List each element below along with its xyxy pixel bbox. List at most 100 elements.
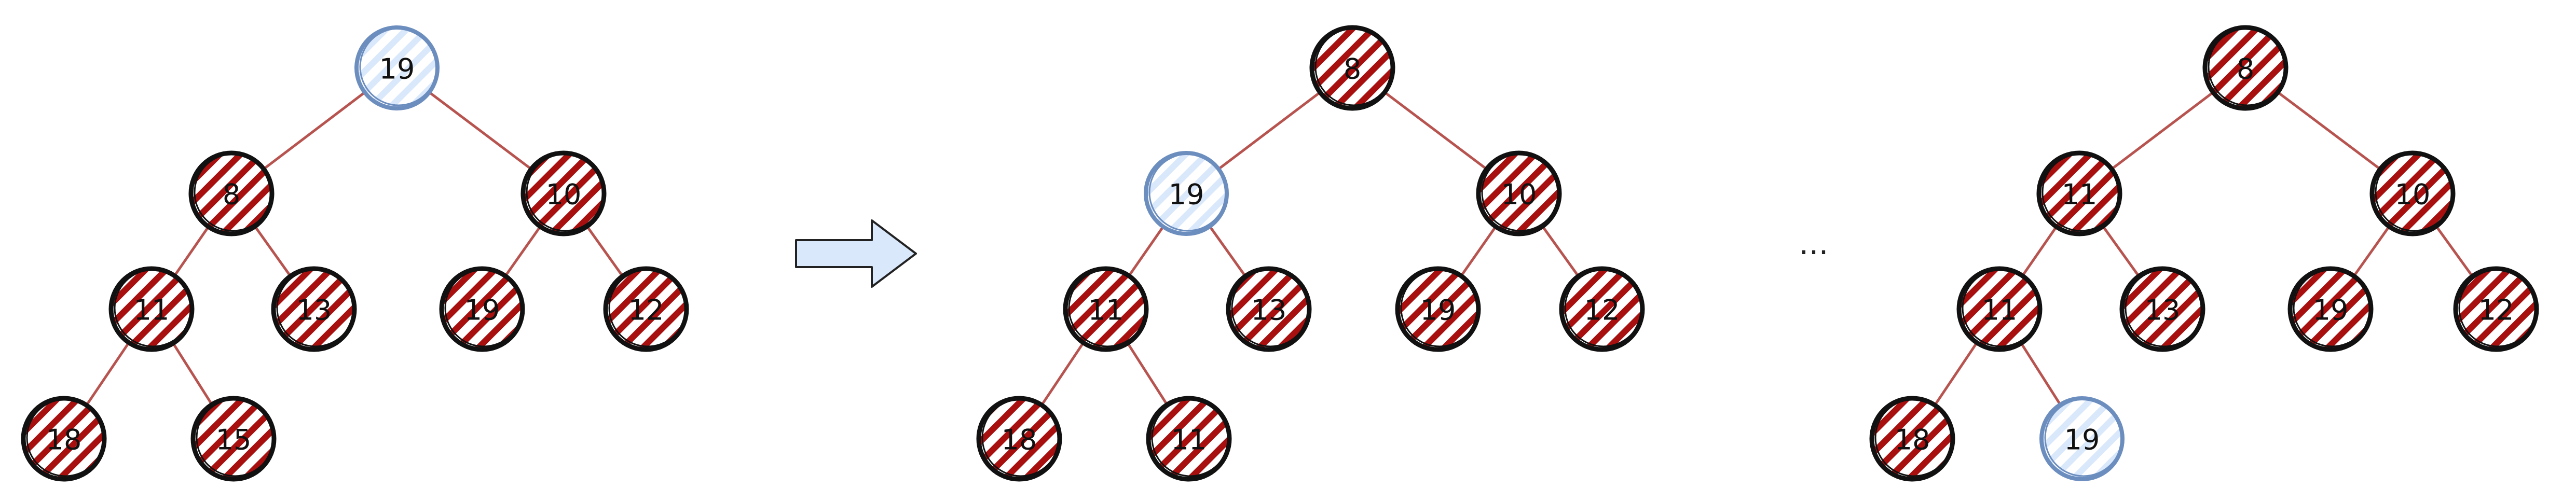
tree-edge (2111, 91, 2214, 170)
heap-node: 19 (2287, 266, 2374, 352)
node-value: 18 (1002, 424, 1037, 456)
heap-node: 19 (1395, 266, 1481, 352)
heap-node: 13 (1226, 266, 1312, 352)
node-outline-sketch (194, 153, 272, 232)
node-value: 15 (216, 424, 252, 456)
heap-node: 12 (603, 266, 689, 352)
highlighted-node: 19 (354, 25, 440, 110)
heap-node: 11 (108, 266, 195, 352)
heap-node: 11 (1146, 396, 1232, 482)
node-value: 13 (1251, 294, 1287, 327)
node-value: 10 (2395, 178, 2431, 211)
node-value: 19 (2313, 294, 2349, 327)
tree-edge (2353, 226, 2390, 277)
node-value: 11 (1088, 294, 1124, 327)
node-value: 8 (1344, 53, 1361, 86)
node-value: 19 (379, 53, 415, 86)
highlighted-node: 19 (1144, 151, 1229, 236)
tree-after-final: 8 11 10 11 13 19 12 18 19 (1869, 25, 2539, 482)
node-outline-sketch (2375, 153, 2454, 232)
heap-node: 10 (1476, 150, 1562, 236)
node-outline-sketch (608, 269, 687, 347)
heap-node: 10 (2369, 150, 2456, 236)
tree-edge (85, 342, 130, 406)
node-outline-sketch (2044, 398, 2123, 477)
tree-edge (2102, 225, 2140, 277)
tree-edge (428, 91, 532, 171)
tree-edge (1541, 225, 1580, 277)
tree-edge (254, 226, 292, 277)
tree-edge (2021, 226, 2058, 277)
heap-node: 19 (439, 266, 525, 352)
right-arrow (795, 219, 917, 288)
tree-edge (173, 226, 210, 277)
heap-node: 11 (2036, 150, 2122, 236)
tree-edge (1217, 91, 1321, 170)
node-value: 12 (2478, 294, 2514, 327)
node-outline-sketch (2041, 153, 2120, 232)
tree-edge (1128, 226, 1164, 277)
heap-node: 8 (188, 150, 275, 236)
node-outline-sketch (1564, 269, 1643, 347)
node-outline-sketch (1874, 398, 1953, 477)
node-outline-sketch (526, 153, 605, 232)
tree-edge (1126, 342, 1169, 406)
node-outline-sketch (359, 27, 438, 106)
node-outline-sketch (2293, 269, 2372, 347)
node-outline-sketch (1151, 398, 1230, 477)
node-value: 13 (2145, 294, 2181, 327)
node-value: 11 (134, 294, 170, 327)
tree-edge (2435, 225, 2474, 277)
tree-edge (172, 342, 213, 406)
node-outline-sketch (2125, 269, 2203, 347)
node-outline-sketch (1068, 269, 1147, 347)
node-outline-sketch (1481, 153, 1560, 232)
heap-node: 10 (520, 150, 607, 236)
tree-edge (1209, 226, 1246, 277)
node-value: 8 (2237, 53, 2254, 86)
tree-edge (263, 91, 366, 170)
node-value: 11 (2062, 178, 2098, 211)
node-outline-sketch (196, 398, 275, 477)
tree-edge (1460, 226, 1497, 277)
heap-node: 18 (976, 396, 1062, 482)
node-outline-sketch (2458, 269, 2537, 347)
tree-edge (2020, 342, 2062, 406)
tree-after-step-1: 8 19 10 11 13 19 12 18 11 (976, 25, 1645, 482)
node-outline-sketch (2208, 27, 2286, 106)
heap-node: 11 (1063, 266, 1149, 352)
node-value: 18 (1895, 424, 1930, 456)
node-outline-sketch (981, 398, 1060, 477)
ellipsis: ... (1799, 226, 1828, 262)
node-outline-sketch (26, 398, 105, 477)
right-arrow-icon (795, 219, 917, 288)
heap-node: 18 (21, 396, 107, 482)
node-value: 19 (2064, 424, 2100, 456)
heap-node: 13 (2119, 266, 2205, 352)
node-outline-sketch (276, 269, 355, 347)
node-outline-sketch (114, 269, 193, 347)
node-outline-sketch (1962, 269, 2040, 347)
node-value: 19 (1420, 294, 1456, 327)
highlighted-node: 19 (2039, 396, 2125, 481)
node-value: 10 (1501, 178, 1537, 211)
node-value: 12 (628, 294, 664, 327)
heap-node: 18 (1869, 396, 1955, 482)
node-value: 18 (46, 424, 82, 456)
node-outline-sketch (1231, 269, 1310, 347)
heap-node: 8 (1309, 25, 1395, 111)
node-value: 10 (546, 178, 582, 211)
node-outline-sketch (1314, 27, 1393, 106)
node-value: 8 (223, 178, 240, 211)
heap-node: 15 (190, 396, 277, 482)
node-outline-sketch (1400, 269, 1479, 347)
node-outline-sketch (1148, 153, 1227, 232)
node-value: 12 (1584, 294, 1620, 327)
node-outline-sketch (444, 269, 523, 347)
tree-edge (1383, 91, 1488, 171)
node-value: 11 (1982, 294, 2018, 327)
node-value: 19 (464, 294, 500, 327)
tree-edge (586, 226, 624, 277)
